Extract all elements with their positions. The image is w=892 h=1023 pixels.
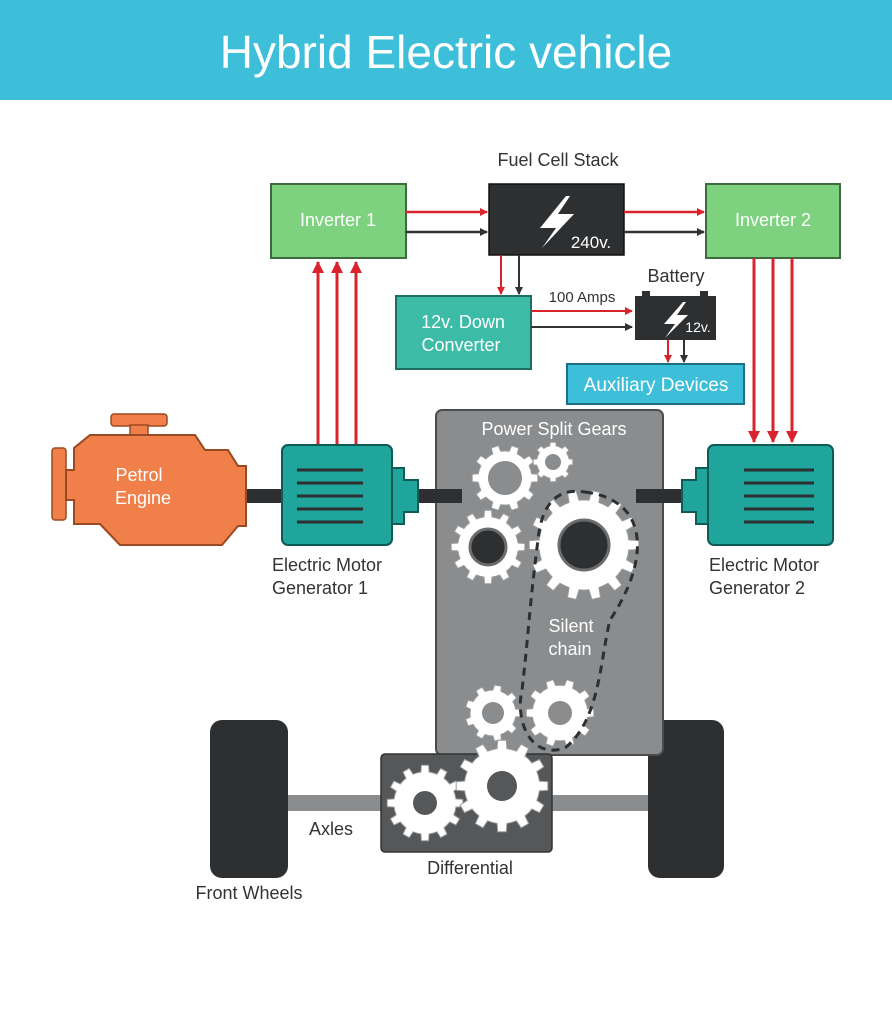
- petrol-engine-icon: [51, 413, 247, 546]
- battery-voltage: 12v.: [685, 319, 710, 335]
- axle-right: [548, 795, 658, 811]
- auxiliary-devices-label: Auxiliary Devices: [584, 375, 729, 396]
- front-wheel-right: [648, 720, 724, 878]
- front-wheel-left: [210, 720, 288, 878]
- petrol-engine-label-line1: Petrol: [115, 465, 162, 485]
- down-converter-box: [395, 295, 532, 370]
- inverter-1-label: Inverter 1: [300, 210, 376, 230]
- fuel-cell-voltage: 240v.: [571, 233, 611, 252]
- gear-hub: [413, 791, 437, 815]
- motor-generator-1-icon: [281, 444, 419, 546]
- axles-label: Axles: [309, 819, 353, 839]
- axle-left: [280, 795, 390, 811]
- mg1-to-inverter1-arrows: [312, 261, 362, 445]
- down-converter-label-line2: Converter: [421, 335, 500, 355]
- inverter2-to-mg2-arrows: [748, 258, 798, 443]
- inverter-1-box: [270, 183, 407, 259]
- battery-label: Battery: [647, 266, 704, 286]
- dc-bus-arrows: [406, 208, 705, 295]
- mg2-shaft: [636, 489, 686, 503]
- motor-generator-1-label-line2: Generator 1: [272, 578, 368, 598]
- gear-hub: [468, 527, 508, 567]
- engine-shaft: [240, 489, 290, 503]
- fuel-cell-stack-label: Fuel Cell Stack: [497, 150, 619, 170]
- title-banner: [0, 0, 892, 100]
- mg1-shaft: [414, 489, 462, 503]
- motor-generator-2-label-line1: Electric Motor: [709, 555, 819, 575]
- inverter-2-box: [705, 183, 841, 259]
- diagram-title: Hybrid Electric vehicle: [219, 26, 673, 78]
- gear-hub: [488, 461, 522, 495]
- gear-hub: [557, 518, 611, 572]
- petrol-engine-label-line2: Engine: [115, 488, 171, 508]
- current-label: 100 Amps: [549, 289, 616, 306]
- gear-set: [386, 441, 640, 842]
- silent-chain: [518, 489, 639, 752]
- axle-assembly: [210, 720, 724, 878]
- battery-auxiliary-arrows: [664, 340, 688, 363]
- down-converter-label-line1: 12v. Down: [421, 312, 505, 332]
- converter-battery-arrows: [531, 307, 633, 331]
- gear-hub: [548, 701, 572, 725]
- power-split-gears-label: Power Split Gears: [481, 419, 626, 439]
- motor-generator-2-icon: [681, 444, 834, 546]
- battery-icon: [635, 291, 716, 340]
- gear-hub: [482, 702, 504, 724]
- motor-generator-2-label-line2: Generator 2: [709, 578, 805, 598]
- front-wheels-label: Front Wheels: [195, 883, 302, 903]
- gear-hub: [545, 454, 561, 470]
- silent-chain-label-line2: chain: [548, 639, 591, 659]
- differential-label: Differential: [427, 858, 513, 878]
- gear-hub: [487, 771, 517, 801]
- lightning-icon: [540, 196, 574, 248]
- auxiliary-devices-box: [566, 363, 745, 405]
- silent-chain-label-line1: Silent: [548, 616, 593, 636]
- motor-generator-1-label-line1: Electric Motor: [272, 555, 382, 575]
- inverter-2-label: Inverter 2: [735, 210, 811, 230]
